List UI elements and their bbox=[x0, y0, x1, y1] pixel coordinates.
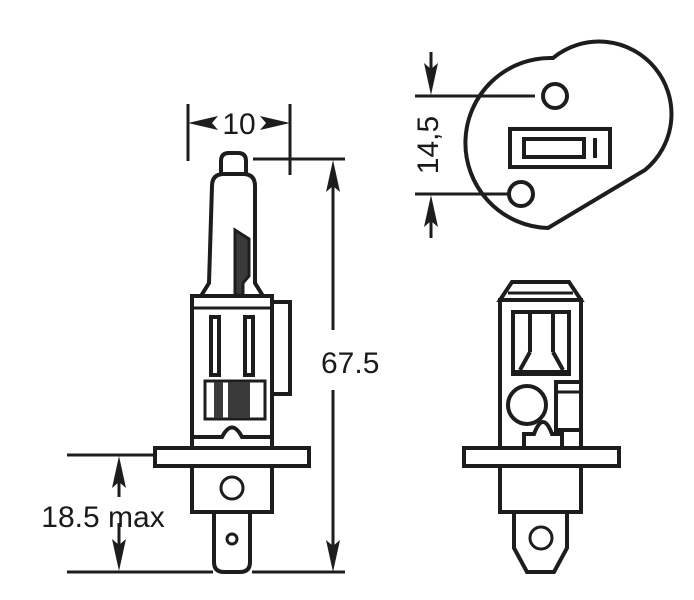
contact-band bbox=[203, 379, 267, 421]
arrow-top-145 bbox=[424, 63, 438, 95]
arrow-bottom-145 bbox=[424, 195, 438, 227]
glass-body bbox=[197, 172, 267, 298]
terminal-pin-hole bbox=[225, 532, 239, 546]
front-elevation-view bbox=[153, 151, 311, 574]
contact-bar-2 bbox=[228, 382, 250, 418]
cap-slot-inner bbox=[522, 137, 586, 159]
cap-hole-lower bbox=[507, 180, 535, 208]
base-slot-right bbox=[243, 315, 255, 377]
side-top-cap bbox=[496, 280, 585, 302]
arrow-left-10 bbox=[188, 116, 218, 130]
dimension-label-145: 14,5 bbox=[412, 116, 445, 174]
arrow-right-10 bbox=[260, 116, 290, 130]
side-rect-detail bbox=[554, 380, 583, 432]
mounting-flange bbox=[153, 446, 311, 468]
cap-slot-assembly bbox=[508, 127, 612, 169]
side-elevation-view bbox=[462, 280, 621, 574]
barrel-hole bbox=[219, 475, 245, 501]
side-locator-bump bbox=[522, 420, 564, 450]
side-leg-right-lower bbox=[551, 351, 565, 371]
lower-barrel bbox=[190, 464, 274, 514]
side-mounting-flange bbox=[462, 446, 621, 468]
dimension-cap-145: 14,5 bbox=[412, 52, 535, 238]
side-barrel bbox=[498, 464, 583, 514]
side-filament-window bbox=[511, 310, 571, 376]
cap-hole-upper bbox=[541, 82, 569, 110]
side-terminal-hole bbox=[528, 525, 554, 551]
base-locator-bump bbox=[190, 425, 274, 450]
arrow-bottom-185 bbox=[112, 539, 126, 571]
dimension-length-675: 67.5 bbox=[252, 157, 379, 574]
arrow-top-185 bbox=[112, 456, 126, 488]
base-shell bbox=[190, 294, 274, 450]
dimension-width-10: 10 bbox=[186, 104, 292, 175]
glass-envelope bbox=[197, 151, 267, 298]
metal-base bbox=[190, 294, 292, 450]
glass-tip bbox=[219, 151, 248, 177]
side-leg-left-lower bbox=[518, 351, 532, 371]
dimension-label-675: 67.5 bbox=[321, 347, 379, 380]
cap-plan-view bbox=[463, 39, 674, 231]
base-side-tab bbox=[270, 300, 292, 396]
side-circle-detail bbox=[506, 384, 548, 426]
dimension-label-185: 18.5 max bbox=[41, 501, 164, 534]
arrow-bottom-675 bbox=[326, 540, 340, 572]
base-slot-left bbox=[209, 315, 221, 377]
arrow-top-675 bbox=[326, 160, 340, 192]
dimension-base-185: 18.5 max bbox=[41, 453, 213, 574]
dimension-label-10: 10 bbox=[222, 108, 255, 141]
contact-bar-1 bbox=[214, 382, 223, 418]
